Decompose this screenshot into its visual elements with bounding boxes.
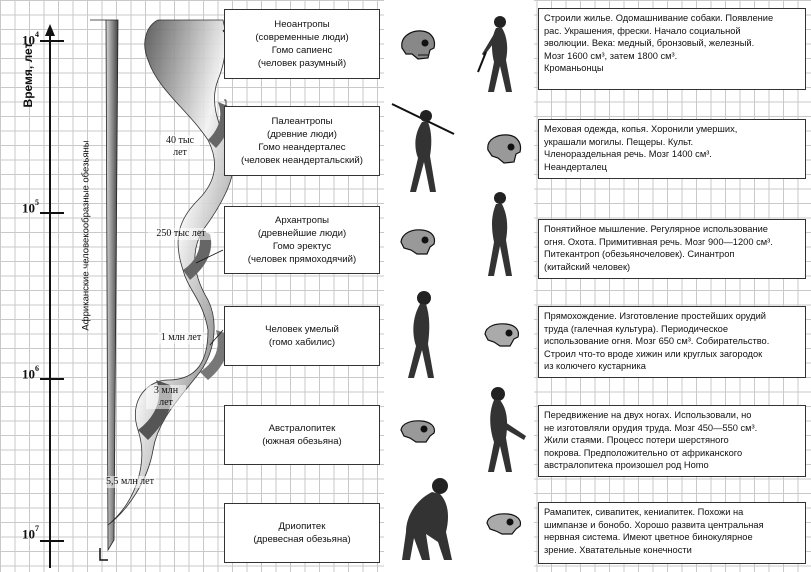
time-axis-line	[0, 0, 80, 572]
description-line: рас. Украшения, фрески. Начало социально…	[544, 25, 800, 38]
description-line: из колючего кустарника	[544, 360, 800, 373]
neanderthal-figure-icon	[388, 100, 458, 196]
interval-label: 250 тыс лет	[148, 228, 214, 240]
stage-box-archanthropes: Архантропы (древнейшие люди) Гомо эректу…	[224, 206, 380, 274]
description-line: (китайский человек)	[544, 261, 800, 274]
stage-line: (древнейшие люди)	[258, 227, 346, 240]
tick-1e7	[40, 540, 64, 542]
tick-label: 106	[22, 366, 39, 382]
stage-line: (гомо хабилис)	[269, 336, 335, 349]
stage-line: Дриопитек	[279, 520, 326, 533]
description-neoanthropes: Строили жилье. Одомашнивание собаки. Поя…	[538, 8, 806, 90]
description-line: австралопитека произошел род Homo	[544, 459, 800, 472]
stage-line: (древесная обезьяна)	[253, 533, 350, 546]
stage-line: (человек прямоходячий)	[248, 253, 356, 266]
stage-line: Гомо неандерталес	[258, 141, 345, 154]
stage-line: Австралопитек	[269, 422, 336, 435]
description-line: Понятийное мышление. Регулярное использо…	[544, 223, 800, 236]
interval-label: 3 млн лет	[146, 385, 186, 409]
skull-icon	[484, 504, 524, 538]
description-line: Рамапитек, сивапитек, кениапитек. Похожи…	[544, 506, 800, 519]
stage-box-dryopithecus: Дриопитек (древесная обезьяна)	[224, 503, 380, 563]
skull-icon	[484, 132, 524, 166]
description-line: огня. Охота. Примитивная речь. Мозг 900—…	[544, 236, 800, 249]
stage-box-neoanthropes: Неоантропы (современные люди) Гомо сапие…	[224, 9, 380, 79]
description-line: не изготовляли орудия труда. Мозг 450—55…	[544, 422, 800, 435]
description-paleoanthropes: Меховая одежда, копья. Хоронили умерших,…	[538, 119, 806, 179]
stage-box-homo-habilis: Человек умелый (гомо хабилис)	[224, 306, 380, 366]
description-line: нервная система. Имеют цветное бинокуляр…	[544, 531, 800, 544]
description-line: труда (галечная культура). Периодическое	[544, 323, 800, 336]
description-line: Строил что-то вроде хижин или круглых за…	[544, 348, 800, 361]
interval-label: 40 тыс лет	[160, 135, 200, 159]
stage-line: (южная обезьяна)	[262, 435, 341, 448]
stage-line: (человек неандертальский)	[241, 154, 363, 167]
description-dryopithecus: Рамапитек, сивапитек, кениапитек. Похожи…	[538, 502, 806, 564]
description-line: эволюции. Века: медный, бронзовый, желез…	[544, 37, 800, 50]
tick-label: 104	[22, 32, 39, 48]
homo-erectus-figure-icon	[472, 188, 528, 280]
skull-icon	[482, 316, 522, 350]
description-line: Меховая одежда, копья. Хоронили умерших,	[544, 123, 800, 136]
description-homo-habilis: Прямохождение. Изготовление простейших о…	[538, 306, 806, 378]
stage-line: Человек умелый	[265, 323, 339, 336]
description-line: Питекантроп (обезьяночеловек). Синантроп	[544, 248, 800, 261]
homo-habilis-figure-icon	[388, 286, 450, 382]
description-line: Мозг 1600 см³, затем 1800 см³.	[544, 50, 800, 63]
stage-line: Гомо эректус	[273, 240, 331, 253]
description-line: Неандерталец	[544, 161, 800, 174]
stage-line: Гомо сапиенс	[272, 44, 333, 57]
stage-line: (древние люди)	[267, 128, 337, 141]
description-line: Членораздельная речь. Мозг 1400 см³.	[544, 148, 800, 161]
skull-icon	[398, 412, 438, 446]
stage-line: Неоантропы	[274, 18, 329, 31]
tick-1e6	[40, 378, 64, 380]
description-australopithecus: Передвижение на двух ногах. Использовали…	[538, 405, 806, 477]
description-line: покрова. Предположительно от африканског…	[544, 447, 800, 460]
skull-icon	[398, 224, 438, 258]
australopithecus-figure-icon	[470, 380, 532, 476]
description-line: Строили жилье. Одомашнивание собаки. Поя…	[544, 12, 800, 25]
tick-label: 105	[22, 200, 39, 216]
description-line: Прямохождение. Изготовление простейших о…	[544, 310, 800, 323]
skull-icon	[398, 28, 438, 62]
stage-line: (человек разумный)	[258, 57, 346, 70]
stage-line: Палеантропы	[272, 115, 333, 128]
tick-1e5	[40, 212, 64, 214]
description-line: Жили стаями. Процесс потери шерстяного	[544, 434, 800, 447]
stage-box-paleoanthropes: Палеантропы (древние люди) Гомо неандерт…	[224, 106, 380, 176]
description-line: Передвижение на двух ногах. Использовали…	[544, 409, 800, 422]
description-line: шимпанзе и бонобо. Хорошо развита центра…	[544, 519, 800, 532]
interval-label: 5,5 млн лет	[104, 476, 156, 488]
tick-label: 107	[22, 526, 39, 542]
stage-line: Архантропы	[275, 214, 329, 227]
time-axis: Время, лет	[0, 0, 80, 572]
homo-sapiens-figure-icon	[466, 14, 526, 96]
description-archanthropes: Понятийное мышление. Регулярное использо…	[538, 219, 806, 279]
tick-1e4	[40, 40, 64, 42]
stage-box-australopithecus: Австралопитек (южная обезьяна)	[224, 405, 380, 465]
description-line: украшали могилы. Пещеры. Культ.	[544, 136, 800, 149]
dryopithecus-figure-icon	[392, 472, 468, 564]
description-line: зрение. Хватательные конечности	[544, 544, 800, 557]
stage-line: (современные люди)	[255, 31, 348, 44]
description-line: Кроманьонцы	[544, 62, 800, 75]
interval-label: 1 млн лет	[158, 332, 204, 344]
description-line: использование огня. Мозг 650 см³. Собира…	[544, 335, 800, 348]
